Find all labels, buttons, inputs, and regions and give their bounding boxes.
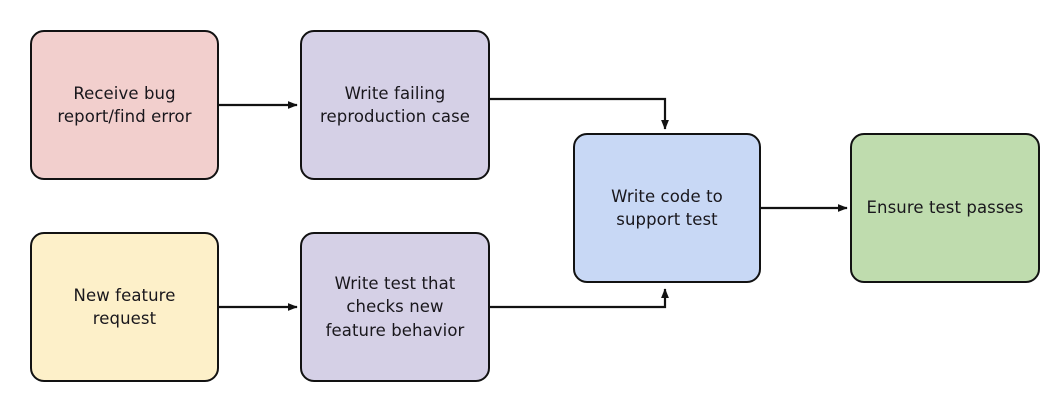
- node-label: Write test that checks new feature behav…: [325, 273, 465, 340]
- node-new-feature-request[interactable]: New feature request: [30, 232, 219, 382]
- node-label: Ensure test passes: [866, 198, 1024, 218]
- node-write-test-checks-new-feature[interactable]: Write test that checks new feature behav…: [300, 232, 490, 382]
- node-receive-bug-report[interactable]: Receive bug report/find error: [30, 30, 219, 180]
- node-label: Receive bug report/find error: [57, 83, 192, 126]
- node-label: Write code to support test: [611, 186, 723, 229]
- node-write-failing-reproduction-case[interactable]: Write failing reproduction case: [300, 30, 490, 180]
- edge-repro-to-write-code: [490, 97, 669, 130]
- edge-test-to-write-code: [490, 288, 669, 309]
- node-write-code-to-support-test[interactable]: Write code to support test: [573, 133, 761, 283]
- node-ensure-test-passes[interactable]: Ensure test passes: [850, 133, 1040, 283]
- node-label: New feature request: [73, 285, 176, 328]
- node-label: Write failing reproduction case: [319, 83, 471, 126]
